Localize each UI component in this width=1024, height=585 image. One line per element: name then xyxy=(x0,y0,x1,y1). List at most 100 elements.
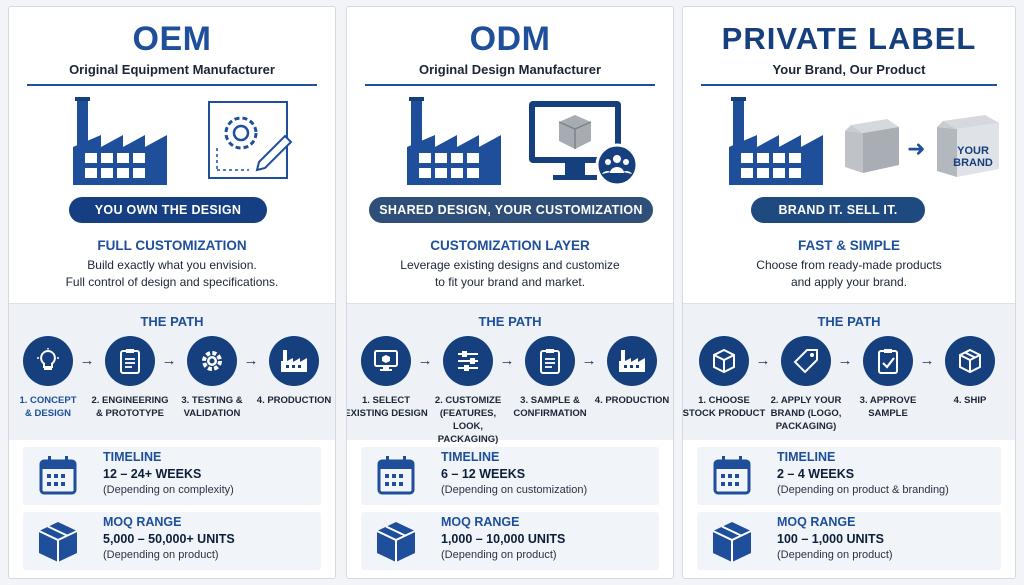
path-section: THE PATH → → → 1. CHOOSE STOCK PRODUCT 2… xyxy=(683,303,1015,440)
step-label-line: 1. CONCEPT xyxy=(19,395,77,406)
path-title: THE PATH xyxy=(478,314,542,329)
arrow-right-icon: → xyxy=(161,352,177,369)
timeline-title: TIMELINE xyxy=(441,450,500,464)
timeline-title: TIMELINE xyxy=(777,450,836,464)
feature-description-line: Build exactly what you envision. xyxy=(87,258,257,272)
blueprint-gear-icon xyxy=(208,101,293,179)
step-label: 3. APPROVE SAMPLE xyxy=(845,394,931,420)
box-brand-label-line: BRAND xyxy=(953,157,993,169)
timeline-panel: TIMELINE 12 – 24+ WEEKS (Depending on co… xyxy=(23,447,321,505)
moq-note: (Depending on product) xyxy=(777,549,893,561)
step-label-line: 2. ENGINEERING xyxy=(91,395,169,406)
feature-description: Choose from ready-made products and appl… xyxy=(695,257,1003,291)
path-section: THE PATH → → → 1. SELECT EXISTING DESIGN… xyxy=(346,303,673,445)
path-title: THE PATH xyxy=(817,314,881,329)
step-label-line: VALIDATION xyxy=(183,408,241,419)
feature-title: FAST & SIMPLE xyxy=(797,238,900,253)
moq-title: MOQ RANGE xyxy=(777,515,856,529)
feature-description-line: and apply your brand. xyxy=(790,275,908,289)
factory-icon xyxy=(73,97,167,185)
step-label: 4. PRODUCTION xyxy=(589,394,673,407)
step-label: 3. SAMPLE & CONFIRMATION xyxy=(507,394,593,420)
step-label-line: 4. PRODUCTION xyxy=(256,395,332,406)
package-icon xyxy=(38,522,78,562)
box-icon xyxy=(699,336,749,386)
feature-description-line: Leverage existing designs and customize xyxy=(400,258,620,272)
step-label-line: 4. PRODUCTION xyxy=(594,395,670,406)
calendar-icon xyxy=(377,456,415,495)
step-label: 1. CONCEPT & DESIGN xyxy=(9,394,91,420)
sliders-icon xyxy=(443,336,493,386)
card-subtitle: Original Equipment Manufacturer xyxy=(69,62,275,77)
timeline-panel: TIMELINE 2 – 4 WEEKS (Depending on produ… xyxy=(697,447,1001,505)
plain-box-icon xyxy=(845,119,899,173)
tagline-badge: SHARED DESIGN, YOUR CUSTOMIZATION xyxy=(369,197,653,223)
timeline-title: TIMELINE xyxy=(103,450,162,464)
arrow-right-icon: → xyxy=(837,352,853,369)
step-label-line: & DESIGN xyxy=(25,408,71,419)
feature-description-line: Full control of design and specification… xyxy=(65,275,279,289)
gear-icon xyxy=(187,336,237,386)
card-subtitle: Original Design Manufacturer xyxy=(418,62,602,77)
step-label: 1. CHOOSE STOCK PRODUCT xyxy=(683,394,767,420)
moq-note: (Depending on product) xyxy=(103,549,219,561)
feature-title: CUSTOMIZATION LAYER xyxy=(430,238,590,253)
timeline-note: (Depending on customization) xyxy=(441,484,588,496)
checklist-icon xyxy=(863,336,913,386)
step-label-line: 4. SHIP xyxy=(953,395,987,406)
moq-title: MOQ RANGE xyxy=(103,515,182,529)
path-section: THE PATH → → → 1. CONCEPT & DESIGN 2. EN… xyxy=(9,303,335,440)
arrow-right-icon: → xyxy=(755,352,771,369)
oem-card: OEM Original Equipment Manufacturer YOU … xyxy=(8,6,336,579)
moq-panel: MOQ RANGE 100 – 1,000 UNITS (Depending o… xyxy=(697,512,1001,570)
step-label: 4. PRODUCTION xyxy=(251,394,335,407)
factory-icon xyxy=(607,336,657,386)
arrow-right-icon: → xyxy=(417,352,433,369)
step-label-line: 2. APPLY YOUR xyxy=(770,395,842,406)
step-label: 2. CUSTOMIZE (FEATURES, LOOK, PACKAGING) xyxy=(425,394,511,446)
step-label-line: BRAND (LOGO, xyxy=(770,408,842,419)
card-title: OEM xyxy=(132,20,212,58)
calendar-icon xyxy=(713,456,751,495)
tagline-badge: YOU OWN THE DESIGN xyxy=(69,197,267,223)
timeline-note: (Depending on product & branding) xyxy=(777,484,949,496)
feature-description: Build exactly what you envision. Full co… xyxy=(21,257,323,291)
tagline-badge: BRAND IT. SELL IT. xyxy=(751,197,925,223)
feature-description-line: to fit your brand and market. xyxy=(434,275,586,289)
feature-title: FULL CUSTOMIZATION xyxy=(97,238,247,253)
step-label-line: (FEATURES, LOOK, xyxy=(439,408,497,432)
branded-box-icon xyxy=(937,115,999,177)
calendar-icon xyxy=(39,456,77,495)
title-divider xyxy=(365,84,655,86)
path-title: THE PATH xyxy=(140,314,204,329)
step-label-line: 3. SAMPLE & xyxy=(520,395,580,406)
monitor-users-icon xyxy=(529,101,639,187)
factory-icon xyxy=(729,97,823,185)
step-label-line: 1. SELECT xyxy=(361,395,411,406)
card-title: ODM xyxy=(469,20,551,58)
step-label-line: PACKAGING) xyxy=(437,434,499,445)
arrow-right-icon: → xyxy=(499,352,515,369)
timeline-value: 2 – 4 WEEKS xyxy=(777,467,855,481)
step-label: 2. APPLY YOUR BRAND (LOGO, PACKAGING) xyxy=(763,394,849,433)
lightbulb-icon xyxy=(23,336,73,386)
tag-icon xyxy=(781,336,831,386)
timeline-value: 6 – 12 WEEKS xyxy=(441,467,526,481)
card-title: PRIVATE LABEL xyxy=(721,21,977,56)
step-label-line: EXISTING DESIGN xyxy=(346,408,428,419)
step-label: 2. ENGINEERING & PROTOTYPE xyxy=(87,394,173,420)
moq-value: 5,000 – 50,000+ UNITS xyxy=(103,532,235,546)
step-label-line: PACKAGING) xyxy=(775,421,837,432)
arrow-right-icon: ➜ xyxy=(907,136,926,161)
box-brand-label-line: YOUR xyxy=(957,145,989,157)
package-icon xyxy=(376,522,416,562)
arrow-right-icon: → xyxy=(581,352,597,369)
step-label-line: 3. APPROVE xyxy=(859,395,917,406)
step-label-line: SAMPLE xyxy=(868,408,908,419)
step-label-line: 2. CUSTOMIZE xyxy=(434,395,502,406)
arrow-right-icon: → xyxy=(919,352,935,369)
arrow-right-icon: → xyxy=(243,352,259,369)
private-label-card: PRIVATE LABEL Your Brand, Our Product ➜ … xyxy=(682,6,1016,579)
package-icon xyxy=(712,522,752,562)
moq-note: (Depending on product) xyxy=(441,549,557,561)
